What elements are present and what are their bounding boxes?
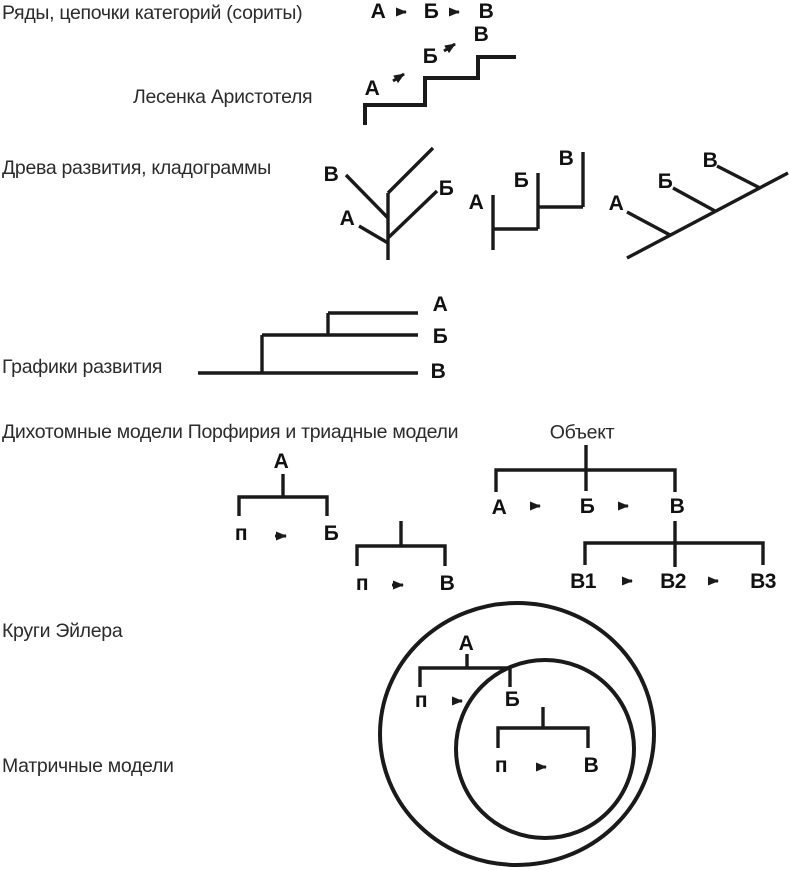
triad-row1-b: Б [579,495,595,518]
euler-lower-left: п [494,754,508,777]
cladogram-diagonal-lines [626,164,789,260]
tree2-node-b: Б [513,169,529,192]
graph-node-c: В [430,360,446,383]
triad-row2-c: В3 [750,570,776,593]
graph-node-a: А [432,293,448,316]
euler-lower-right: В [583,754,599,777]
sorites-node-c: В [478,0,494,23]
ladder-step-a: А [364,77,380,100]
tree3-node-c: В [702,149,718,172]
tree2-node-a: А [468,191,484,214]
graph-node-b: Б [432,325,448,348]
development-graph-lines [198,311,418,375]
section-label-graphs: Графики развития [2,356,163,378]
sorites-node-a: А [370,0,386,23]
porphyry2-right: В [439,572,455,595]
section-label-dichotomy: Дихотомные модели Порфирия и триадные мо… [2,421,459,443]
porphyry1-left: п [234,522,248,545]
section-label-trees: Древа развития, кладограммы [2,157,271,179]
triad-row2-a: В1 [570,570,596,593]
cladogram-rect-lines [491,152,585,250]
euler-outer-circle [378,601,656,867]
porphyry1-root: А [273,450,289,473]
euler-upper-root: А [458,632,474,655]
section-label-matrix: Матричные модели [2,755,174,777]
triad-brackets [494,445,765,586]
triad-row1-a: А [491,496,507,519]
porphyry-ab-bracket [237,474,329,541]
cladogram-branching-lines [344,146,439,260]
tree1-node-c: В [323,163,339,186]
porphyry2-left: п [355,572,369,595]
euler-lower-bracket [496,707,590,772]
triad-row2-b: В2 [660,570,686,593]
tree2-node-c: В [558,147,574,170]
porphyry1-right: Б [323,522,339,545]
ladder-step-c: В [473,23,489,46]
euler-upper-left: п [414,689,428,712]
section-label-ladder: Лесенка Аристотеля [133,86,313,108]
tree3-node-a: А [608,192,624,215]
ladder-step-b: Б [422,45,438,68]
euler-upper-bracket [418,654,512,706]
section-label-sorites: Ряды, цепочки категорий (сориты) [2,2,303,24]
tree1-node-a: А [339,207,355,230]
section-label-euler: Круги Эйлера [2,620,123,642]
tree3-node-b: Б [657,170,673,193]
aristotle-staircase [363,55,516,125]
porphyry-v-bracket [355,521,447,590]
sorites-node-b: Б [423,0,439,23]
triad-row1-c: В [669,495,685,518]
euler-inner-circle [454,658,636,840]
triad-root-object: Объект [549,421,615,444]
arrow-up-right-icon [392,42,456,84]
tree1-node-b: Б [438,177,454,200]
euler-upper-right: Б [504,688,520,711]
